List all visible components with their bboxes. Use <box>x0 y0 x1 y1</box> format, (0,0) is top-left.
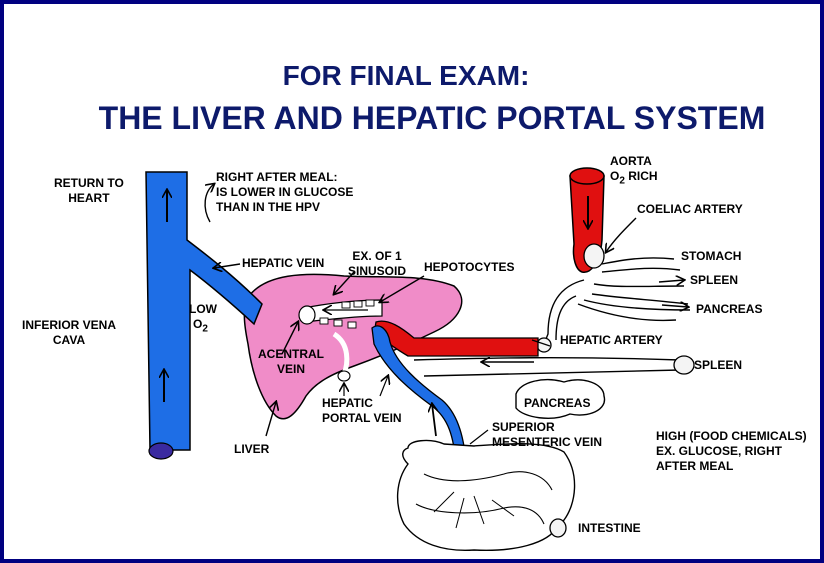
label-pancreas-top: PANCREAS <box>696 302 763 316</box>
vena-cava-shape <box>145 171 263 451</box>
hepatic-artery-shape <box>373 320 539 357</box>
vena-cava-end <box>148 442 174 460</box>
title-line-2: THE LIVER AND HEPATIC PORTAL SYSTEM <box>98 100 766 136</box>
label-aorta: AORTA O2 RICH <box>610 154 658 187</box>
label-spleen-mid: SPLEEN <box>694 358 743 372</box>
liver-shape <box>243 273 463 420</box>
coeliac-bulb <box>583 243 605 269</box>
label-hepotocytes: HEPOTOCYTES <box>424 260 515 274</box>
intestine-shape <box>396 439 576 551</box>
diagram-canvas <box>145 167 695 551</box>
title-line-1: FOR FINAL EXAM: <box>282 60 530 91</box>
label-intestine: INTESTINE <box>578 521 641 535</box>
label-coeliac-artery: COELIAC ARTERY <box>637 202 743 216</box>
label-hepatic-vein: HEPATIC VEIN <box>242 256 325 270</box>
label-liver: LIVER <box>234 442 270 456</box>
label-stomach: STOMACH <box>681 249 742 263</box>
label-hepatic-artery: HEPATIC ARTERY <box>560 333 663 347</box>
label-spleen-top: SPLEEN <box>690 273 739 287</box>
label-low-o2: LOW O2 <box>189 302 217 335</box>
label-pancreas-mid: PANCREAS <box>524 396 591 410</box>
